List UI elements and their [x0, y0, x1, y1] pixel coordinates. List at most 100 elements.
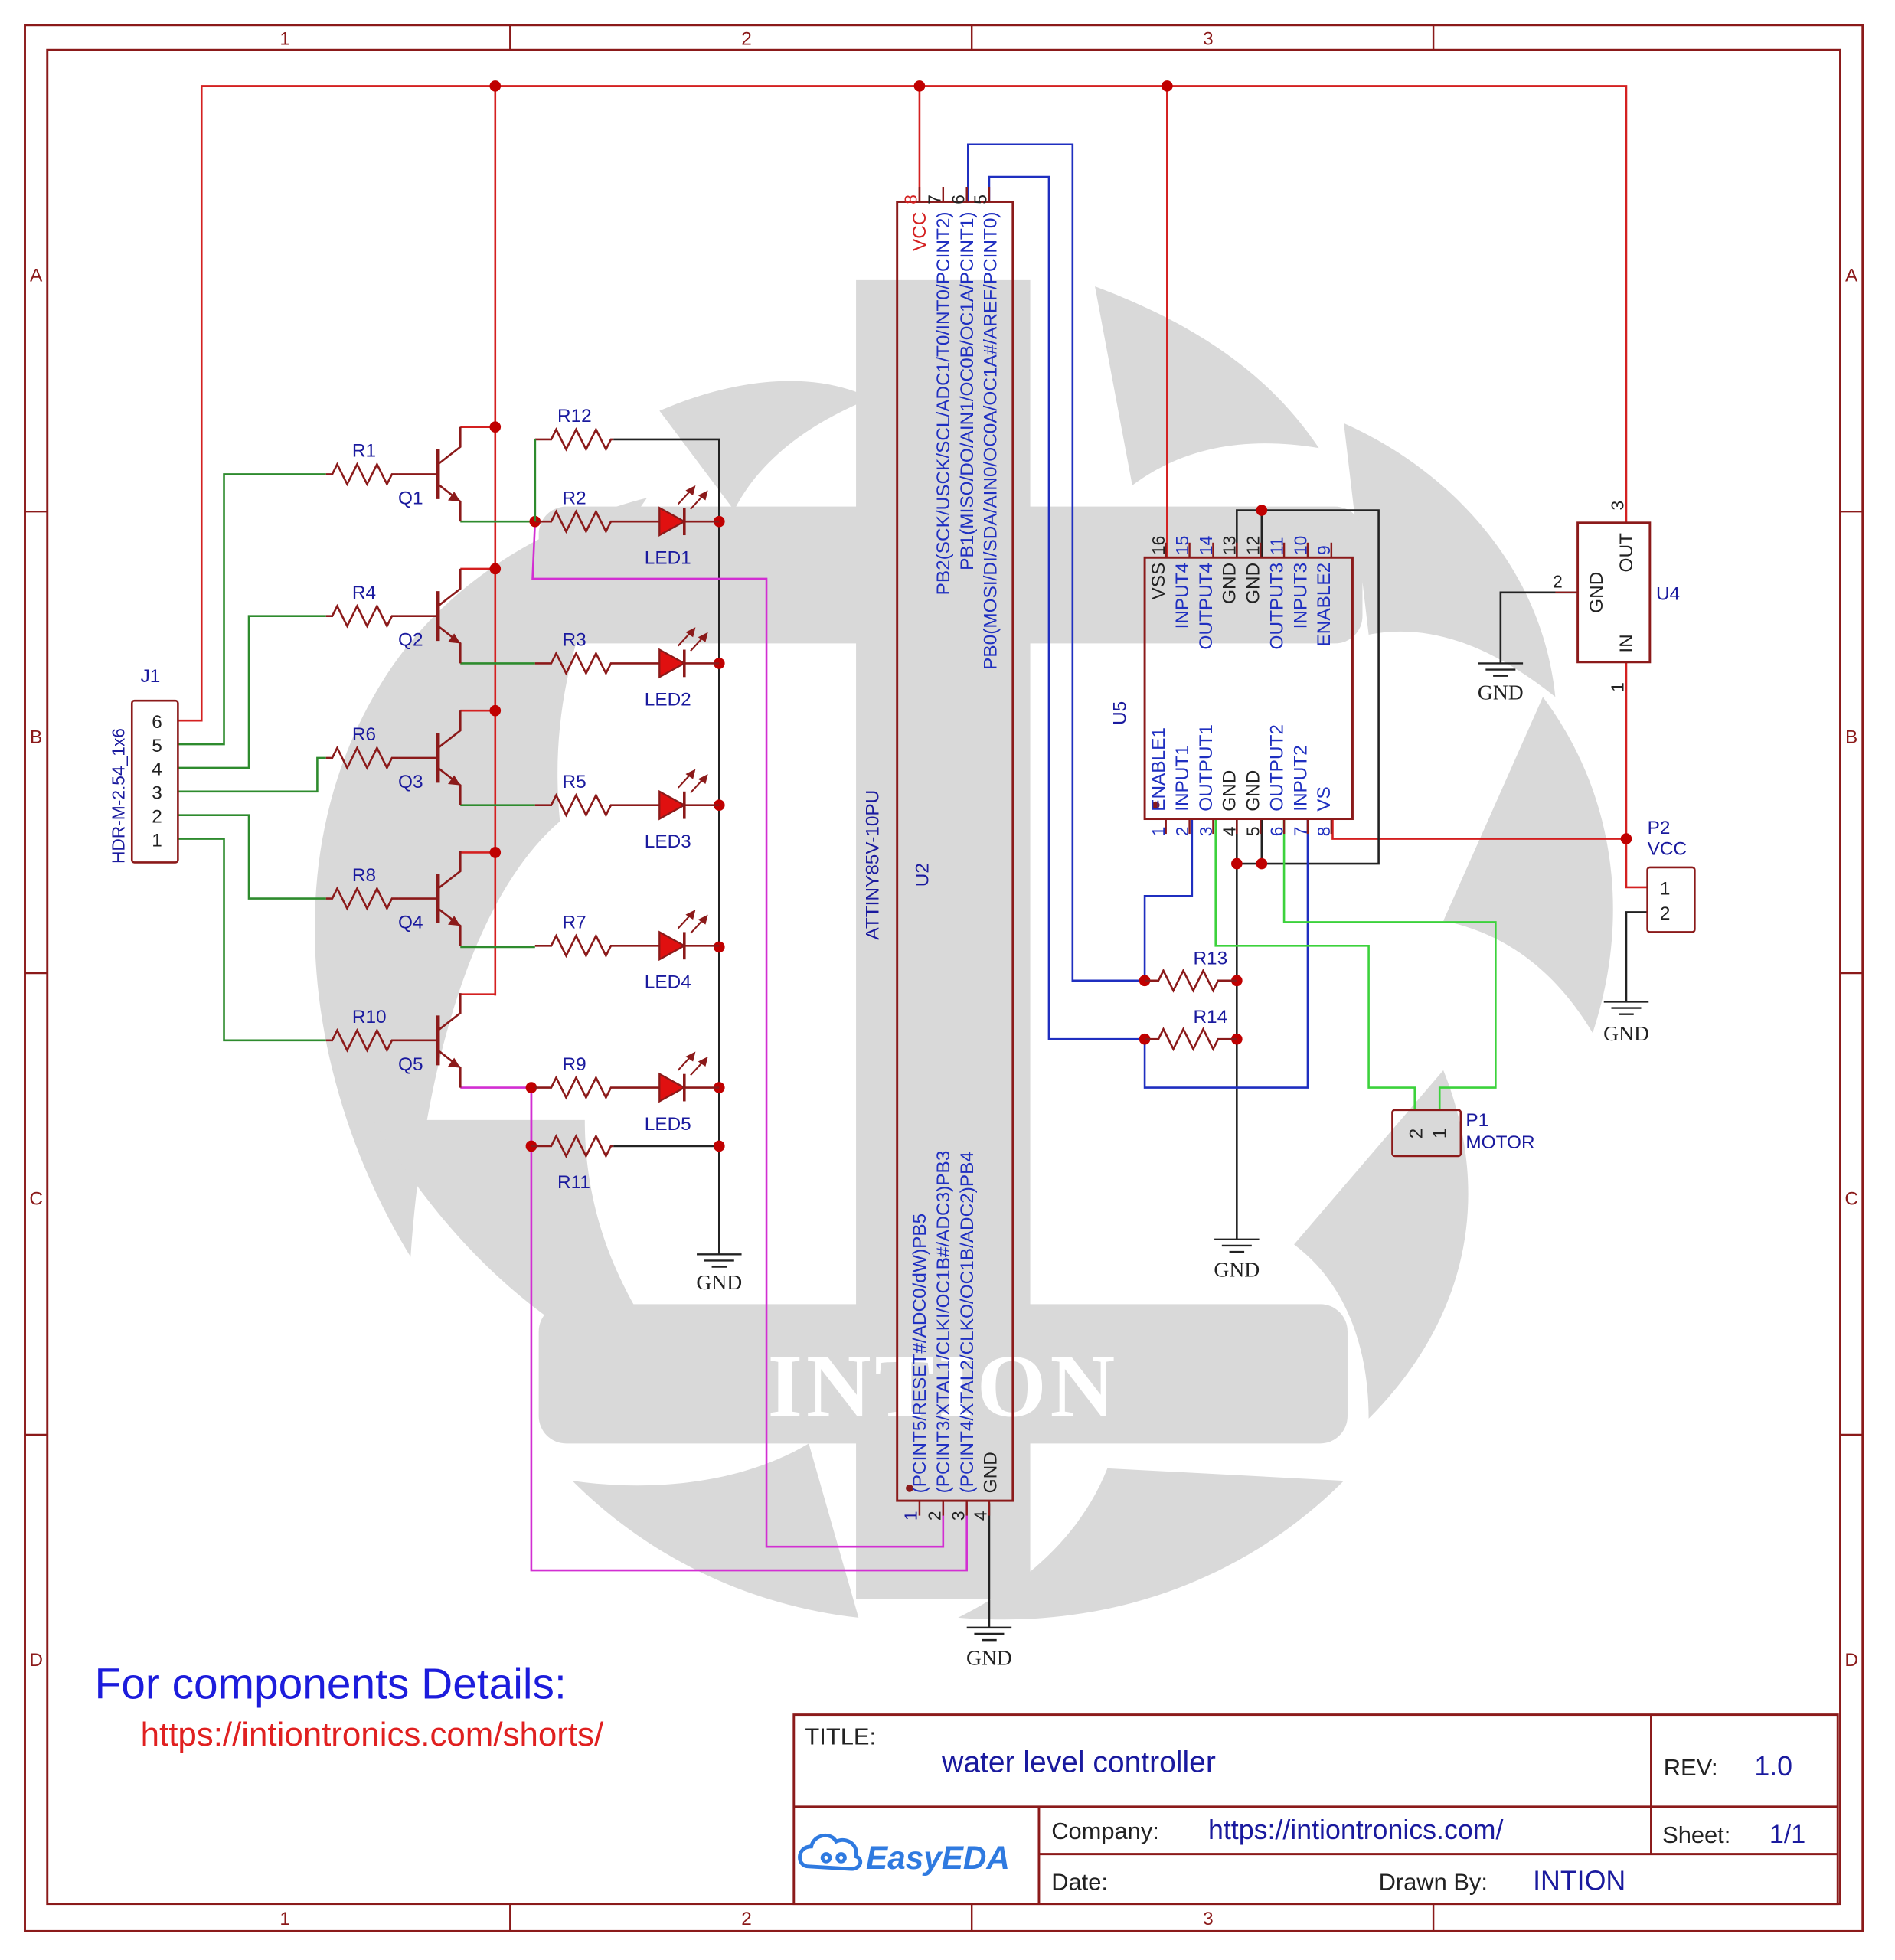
ground-wires — [613, 438, 1648, 1628]
led-icon — [658, 1072, 687, 1103]
u5-bottom-pin-name: INPUT1 — [1172, 745, 1193, 812]
base-resistor — [325, 462, 399, 487]
company-value[interactable]: https://intiontronics.com/ — [1208, 1815, 1504, 1845]
u5-bottom-pin-number: 6 — [1266, 827, 1286, 837]
j1-part: HDR-M-2.54_1x6 — [109, 728, 129, 864]
row-label-right-b: B — [1845, 727, 1857, 747]
u5-top-pin-name: GND — [1220, 563, 1240, 604]
u5-bottom-pin-number: 5 — [1243, 827, 1263, 837]
u5-top-pin-number: 10 — [1290, 536, 1310, 555]
led-icon — [658, 506, 687, 537]
title-label: TITLE: — [805, 1723, 876, 1750]
j1-pin-2: 2 — [152, 806, 162, 827]
j1-pin-5: 5 — [152, 736, 162, 756]
resistor-r13: R13 — [1145, 949, 1237, 993]
u5-bottom-pin-number: 7 — [1290, 827, 1310, 837]
row-label-right-d: D — [1844, 1650, 1858, 1671]
u2-pin-num-7: 7 — [925, 194, 945, 204]
gnd-label-led: GND — [696, 1270, 742, 1294]
connector-j1: J1 HDR-M-2.54_1x6 6 5 4 3 2 1 — [109, 666, 179, 864]
u5-top-pin-number: 13 — [1220, 536, 1240, 555]
p1-pin-1: 1 — [1429, 1129, 1450, 1139]
u5-top-pin-number: 9 — [1314, 545, 1334, 555]
led-label: LED3 — [645, 831, 691, 852]
base-resistor-label: R8 — [352, 865, 376, 886]
p2-name: VCC — [1648, 839, 1687, 860]
transistor-label: Q5 — [398, 1054, 423, 1075]
u2-pin-pb0: PB0(MOSI/DI/SDA/AIN0/OC0A/OC1A#/AREF/PCI… — [981, 212, 1001, 670]
frame-labels: 1 2 3 1 2 3 A B C D A B C D — [29, 29, 1858, 1929]
wire-junctions — [489, 80, 1632, 1152]
title-block: TITLE: water level controller REV: 1.0 E… — [792, 1713, 1839, 1906]
col-label-top-2: 2 — [741, 29, 752, 50]
gnd-symbol-u2: GND — [966, 1626, 1012, 1670]
led-resistor-label: R7 — [563, 913, 586, 933]
u5-top-pin-name: VSS — [1148, 563, 1169, 600]
u2-pin-pb2: PB2(SCK/USCK/SCL/ADC1/T0/INT0/PCINT2) — [933, 212, 954, 596]
u5-top-pin-name: OUTPUT4 — [1196, 563, 1217, 650]
col-label-bottom-1: 1 — [279, 1909, 290, 1929]
u2-pin-pb1: PB1(MISO/DO/AIN1/OC0B/OC1A/PCINT1) — [957, 212, 978, 570]
led-label: LED5 — [645, 1114, 691, 1135]
row-label-right-c: C — [1844, 1188, 1858, 1209]
sheet-label: Sheet: — [1662, 1821, 1730, 1848]
gnd-symbol-p2: GND — [1603, 1001, 1649, 1045]
led-resistor-label: R5 — [563, 772, 586, 792]
u5-bottom-pin-number: 8 — [1314, 827, 1334, 837]
u4-voltage-regulator: GND OUT IN 2 3 1 U4 — [1553, 501, 1680, 692]
u5-bottom-pin-number: 2 — [1172, 827, 1192, 837]
p1-ref: P1 — [1465, 1110, 1488, 1131]
connector-p2-vcc: P2 VCC 1 2 — [1646, 818, 1696, 933]
u5-bottom-pin-name: GND — [1243, 770, 1264, 812]
date-label: Date: — [1051, 1869, 1108, 1896]
u2-pin-vcc: VCC — [910, 212, 930, 251]
u5-top-pin-name: ENABLE2 — [1314, 563, 1335, 647]
resistor-r14: R14 — [1145, 1007, 1237, 1052]
col-label-bottom-2: 2 — [741, 1909, 752, 1929]
led-resistor-label: R2 — [563, 488, 586, 508]
details-link[interactable]: https://intiontronics.com/shorts/ — [141, 1716, 604, 1753]
u4-pin-out: OUT — [1616, 533, 1637, 573]
col-label-bottom-3: 3 — [1203, 1909, 1214, 1929]
u4-num-out: 3 — [1608, 501, 1628, 511]
gnd-label-u2: GND — [966, 1646, 1012, 1670]
r12-label: R12 — [557, 406, 592, 426]
gnd-symbol-u5: GND — [1214, 1238, 1260, 1282]
row-label-left-b: B — [30, 727, 42, 747]
transistor-label: Q4 — [398, 913, 423, 933]
r13-label: R13 — [1193, 949, 1227, 969]
gnd-symbol-u4: GND — [1478, 662, 1524, 704]
col-label-top-1: 1 — [279, 29, 290, 50]
u5-top-pin-name: INPUT3 — [1290, 563, 1311, 629]
led-icon — [658, 930, 687, 962]
u2-pin-num-8: 8 — [901, 194, 921, 204]
u2-pin-num-1: 1 — [901, 1511, 921, 1521]
u5-bottom-pin-name: OUTPUT1 — [1196, 724, 1217, 812]
j1-pin-6: 6 — [152, 712, 162, 733]
p2-pin-2: 2 — [1660, 903, 1671, 924]
base-resistor-label: R4 — [352, 583, 376, 603]
u2-part: ATTINY85V-10PU — [862, 790, 883, 940]
led-icon — [658, 789, 687, 821]
u4-ref: U4 — [1656, 584, 1680, 605]
u5-pin-lines — [1165, 542, 1333, 835]
rev-label: REV: — [1664, 1754, 1718, 1781]
details-heading: For components Details: — [95, 1660, 567, 1708]
j1-ref: J1 — [141, 666, 161, 687]
u5-top-pin-number: 15 — [1172, 536, 1192, 555]
connector-p1-motor: 2 1 P1 MOTOR — [1391, 1109, 1535, 1158]
control-signal-wires — [967, 143, 1309, 1089]
sensor-wires — [460, 521, 968, 1572]
j1-pin-4: 4 — [152, 760, 162, 780]
p2-ref: P2 — [1648, 818, 1671, 838]
u2-pin-pb5: (PCINT5/RESET#/ADC0/dW)PB5 — [910, 1214, 930, 1493]
u5-bottom-pin-name: GND — [1220, 770, 1240, 812]
base-resistor — [325, 886, 399, 911]
power-wires — [178, 85, 1648, 996]
u2-pin-pb4: (PCINT4/XTAL2/CLKO/OC1B/ADC2)PB4 — [957, 1152, 978, 1493]
